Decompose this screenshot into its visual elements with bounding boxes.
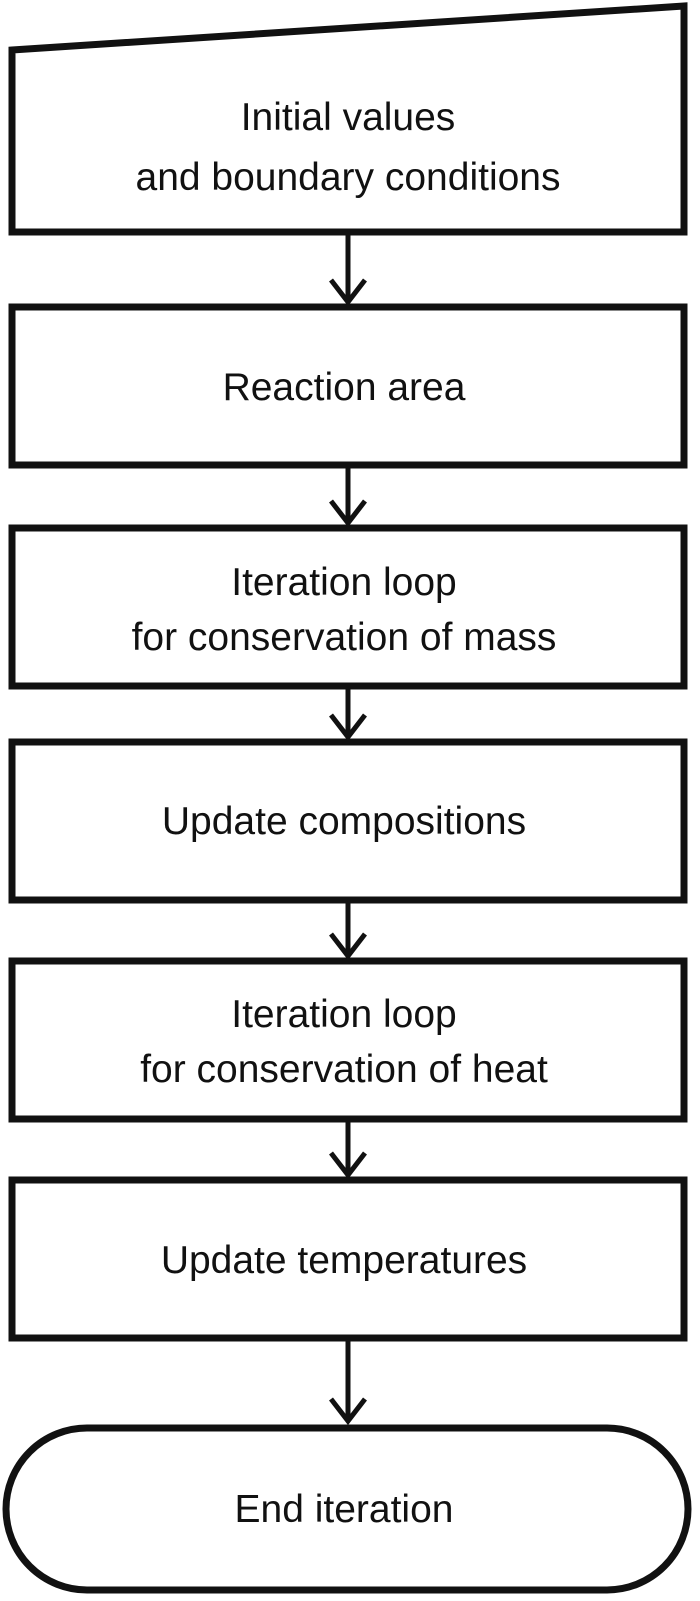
- node-mass-loop-line-2: for conservation of mass: [132, 616, 557, 659]
- arrow-temperatures-to-end: [329, 1338, 367, 1426]
- node-compositions-shape: [8, 738, 688, 904]
- node-reaction: Reaction area: [8, 303, 688, 469]
- node-mass-loop: Iteration loop for conservation of mass: [8, 524, 688, 690]
- node-mass-loop-line-1: Iteration loop: [231, 561, 457, 604]
- node-heat-loop-line-1: Iteration loop: [231, 993, 457, 1036]
- node-initial-shape: [8, 2, 688, 236]
- arrow-compositions-to-heat-loop: [329, 900, 367, 961]
- arrow-reaction-to-mass-loop: [329, 465, 367, 528]
- node-end: End iteration: [2, 1424, 692, 1594]
- node-initial-line-1: Initial values: [241, 96, 456, 139]
- node-heat-loop: Iteration loop for conservation of heat: [8, 957, 688, 1123]
- node-mass-loop-shape: [8, 524, 688, 690]
- node-reaction-shape: [8, 303, 688, 469]
- node-temperatures: Update temperatures: [8, 1176, 688, 1342]
- node-end-line-1: End iteration: [235, 1488, 454, 1531]
- arrow-mass-loop-to-compositions: [329, 686, 367, 742]
- node-initial: Initial values and boundary conditions: [8, 2, 688, 236]
- arrow-heat-loop-to-temperatures: [329, 1119, 367, 1180]
- node-temperatures-line-1: Update temperatures: [161, 1239, 527, 1282]
- node-reaction-line-1: Reaction area: [223, 366, 466, 409]
- node-initial-line-2: and boundary conditions: [136, 156, 561, 199]
- node-compositions: Update compositions: [8, 738, 688, 904]
- node-heat-loop-line-2: for conservation of heat: [140, 1048, 548, 1091]
- node-end-shape: [2, 1424, 692, 1594]
- node-temperatures-shape: [8, 1176, 688, 1342]
- node-heat-loop-shape: [8, 957, 688, 1123]
- arrow-initial-to-reaction: [329, 232, 367, 307]
- node-compositions-line-1: Update compositions: [162, 800, 526, 843]
